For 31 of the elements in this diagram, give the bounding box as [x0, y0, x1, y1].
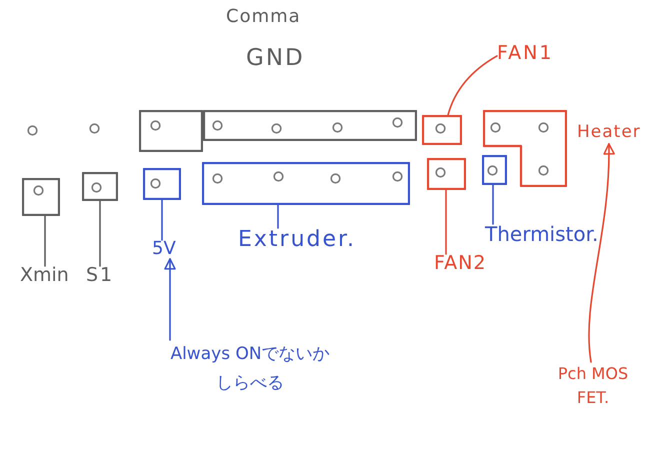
arrow — [588, 143, 615, 363]
leader-line — [99, 200, 101, 267]
connector-block — [22, 178, 60, 216]
connector-block — [143, 168, 181, 200]
connector-block — [427, 158, 466, 190]
pin-label: Extruder. — [238, 228, 356, 252]
pin-label: Thermistor. — [485, 224, 598, 245]
connector-block — [483, 110, 567, 187]
note-text: Always ONでないかしらべる — [166, 340, 334, 398]
leader-line — [447, 55, 498, 116]
note-text: Pch MOS FET. — [552, 362, 634, 410]
leader-line — [44, 215, 46, 267]
arrow — [164, 258, 176, 341]
connector-block — [482, 155, 507, 185]
pin-label: 5V — [152, 240, 176, 259]
leader-line — [277, 204, 279, 229]
connector-block — [203, 110, 417, 141]
pin-label: FAN1 — [497, 44, 554, 64]
leader-line — [492, 184, 494, 225]
connector-block — [139, 110, 203, 152]
label-text: Comma — [226, 8, 301, 27]
label-text: GND — [246, 46, 305, 70]
pin-label: S1 — [86, 266, 114, 286]
pin-label: FAN2 — [434, 254, 486, 274]
connector-block — [202, 162, 410, 205]
pin-label: Xmin — [20, 266, 69, 286]
leader-line — [161, 199, 163, 241]
leader-line — [445, 189, 447, 255]
pin-label: Heater — [577, 124, 641, 142]
connector-block — [82, 172, 118, 201]
connector-block — [422, 115, 462, 145]
